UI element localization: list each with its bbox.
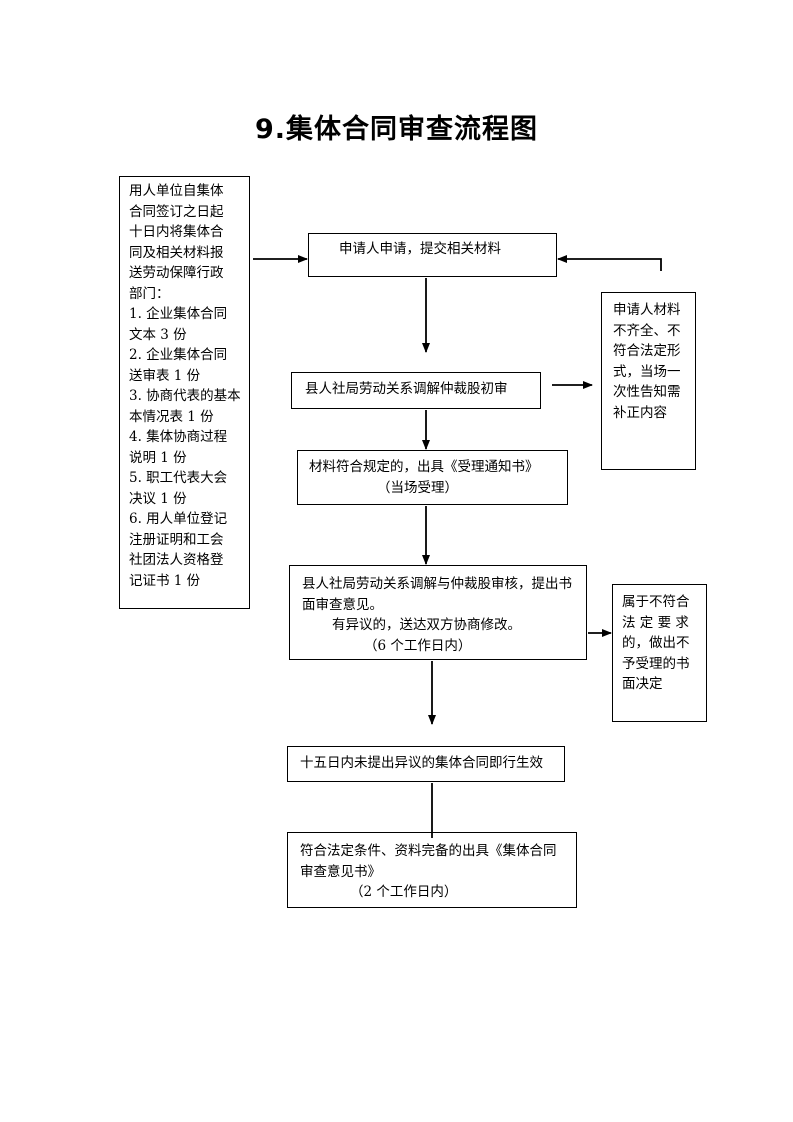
step-initial-review: 县人社局劳动关系调解仲裁股初审 [291,372,541,409]
left_box-line: 2. 企业集体合同 [129,347,228,363]
incomplete-materials-text: 申请人材料不齐全、不符合法定形式，当场一次性告知需补正内容 [613,300,695,423]
rejection-decision-box: 属于不符合法 定 要 求的，做出不予受理的书面决定 [612,584,707,722]
left_box-line: 5. 职工代表大会 [129,470,228,486]
step-audit-line-2: 面审查意见。 [302,596,383,613]
step-audit: 县人社局劳动关系调解与仲裁股审核，提出书 面审查意见。 有异议的，送达双方协商修… [289,565,587,660]
step-acceptance-line-2: （当场受理） [377,479,458,496]
step-audit-line-4: （6 个工作日内） [364,637,472,654]
right_box1-line: 不齐全、不 [613,322,681,339]
right_box2-line: 的，做出不 [622,635,690,651]
right_box1-line: 补正内容 [613,404,667,421]
step-opinion-line-1: 符合法定条件、资料完备的出具《集体合同 [300,843,557,859]
left_box-line: 文本 3 份 [129,326,187,343]
incomplete-materials-box: 申请人材料不齐全、不符合法定形式，当场一次性告知需补正内容 [601,292,696,470]
right_box2-line: 面决定 [622,676,663,692]
left_box-line: 部门： [129,285,170,302]
left_box-line: 4. 集体协商过程 [129,429,228,445]
left_box-line: 十日内将集体合 [129,224,224,240]
left_box-line: 记证书 1 份 [129,572,201,589]
step-acceptance-line-1: 材料符合规定的，出具《受理通知书》 [309,459,539,475]
left_box-line: 注册证明和工会 [129,531,224,548]
left_box-line: 送劳动保障行政 [129,265,224,281]
left_box-line: 3. 协商代表的基本 [129,388,241,404]
step-initial-review-text: 县人社局劳动关系调解仲裁股初审 [305,381,508,397]
right_box1-line: 申请人材料 [613,302,681,318]
right_box1-line: 式，当场一 [613,363,681,380]
left_box-line: 决议 1 份 [129,490,187,507]
step-apply: 申请人申请，提交相关材料 [308,233,557,277]
left_box-line: 送审表 1 份 [129,367,201,384]
left_box-line: 6. 用人单位登记 [129,511,228,527]
materials-requirements-box: 用人单位自集体合同签订之日起十日内将集体合同及相关材料报送劳动保障行政部门： 1.… [119,176,250,609]
right_box1-line: 次性告知需 [613,384,681,400]
right_box2-line: 予受理的书 [622,655,690,672]
step-opinion-line-3: （2 个工作日内） [350,884,458,900]
left_box-line: 社团法人资格登 [129,552,224,568]
left_box-line: 用人单位自集体 [129,183,224,199]
right_box2-line: 法 定 要 求 [622,614,689,631]
page-title: 9.集体合同审查流程图 [254,114,539,145]
step-effective-text: 十五日内未提出异议的集体合同即行生效 [300,755,543,771]
arrow-feedback-to-apply [557,255,662,271]
right_box2-line: 属于不符合 [622,594,690,610]
step-apply-text: 申请人申请，提交相关材料 [339,241,501,257]
step-effective: 十五日内未提出异议的集体合同即行生效 [287,746,565,782]
left_box-line: 合同签订之日起 [129,203,224,220]
left_box-line: 说明 1 份 [129,449,187,466]
step-opinion: 符合法定条件、资料完备的出具《集体合同 审查意见书》 （2 个工作日内） [287,832,577,908]
step-acceptance-notice: 材料符合规定的，出具《受理通知书》 （当场受理） [297,450,568,505]
left_box-line: 同及相关材料报 [129,244,224,261]
right_box1-line: 符合法定形 [613,343,681,359]
left_box-line: 本情况表 1 份 [129,408,214,425]
step-audit-line-1: 县人社局劳动关系调解与仲裁股审核，提出书 [302,576,572,592]
left_box-line: 1. 企业集体合同 [129,306,228,322]
step-audit-line-3: 有异议的，送达双方协商修改。 [332,617,521,633]
rejection-decision-text: 属于不符合法 定 要 求的，做出不予受理的书面决定 [622,592,706,695]
step-opinion-line-2: 审查意见书》 [300,863,381,880]
materials-list: 用人单位自集体合同签订之日起十日内将集体合同及相关材料报送劳动保障行政部门： 1.… [129,181,249,591]
